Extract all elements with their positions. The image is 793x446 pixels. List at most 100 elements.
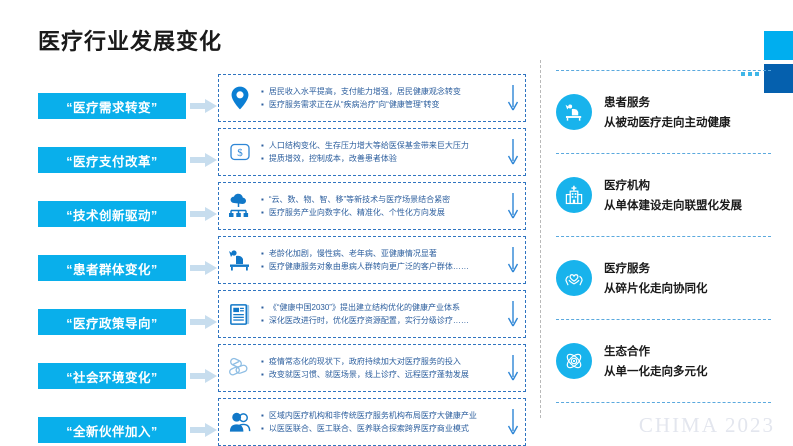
outcome-title: 医疗服务 — [604, 263, 650, 275]
arrow-right-icon — [190, 369, 217, 383]
detail-text: “云、数、物、智、移”等新技术与医疗场景结合紧密 — [268, 194, 451, 204]
detail-text: 居民收入水平提高，支付能力增强，居民健康观念转变 — [268, 86, 461, 96]
detail-line: ▪ 深化医改进行时，优化医疗资源配置，实行分级诊疗…… — [261, 316, 505, 326]
outcome-title: 患者服务 — [604, 97, 650, 109]
driver-row: “技术创新驱动” — [38, 190, 217, 238]
driver-detail-column: ▪ 居民收入水平提高，支付能力增强，居民健康观念转变 ▪ 医疗服务需求正在从“疾… — [218, 74, 526, 446]
driver-detail-box-5: ▪ 疫情常态化的现状下，政府持续加大对医疗服务的投入 ▪ 改变就医习惯、就医场景… — [218, 344, 526, 392]
capsule-pills-icon — [223, 351, 257, 385]
outcome-separator — [556, 236, 771, 237]
bullet-marker: ▪ — [261, 261, 264, 271]
driver-detail-lines: ▪ 人口结构变化、生存压力增大等给医保基金带来巨大压力 ▪ 提质增效，控制成本，… — [257, 141, 505, 164]
driver-detail-box-4: ▪ 《“健康中国2030”》提出建立结构优化的健康产业体系 ▪ 深化医改进行时，… — [218, 290, 526, 338]
detail-text: 以医医联合、医工联合、医养联合探索跨界医疗商业模式 — [268, 423, 469, 433]
outcome-item-3[interactable]: 生态合作 从单一化走向多元化 — [556, 320, 771, 402]
bullet-marker: ▪ — [261, 248, 264, 258]
detail-text: 医疗服务产业向数字化、精准化、个性化方向发展 — [268, 207, 445, 217]
decor-block-navy — [764, 64, 793, 93]
outcome-text: 患者服务 从被动医疗走向主动健康 — [604, 94, 731, 130]
driver-row: “医疗支付改革” — [38, 136, 217, 184]
location-pin-icon — [223, 81, 257, 115]
driver-row: “全新伙伴加入” — [38, 406, 217, 446]
patient-care-icon — [556, 94, 592, 130]
driver-detail-lines: ▪ 疫情常态化的现状下，政府持续加大对医疗服务的投入 ▪ 改变就医习惯、就医场景… — [257, 357, 505, 380]
driver-detail-box-2: ▪ “云、数、物、智、移”等新技术与医疗场景结合紧密 ▪ 医疗服务产业向数字化、… — [218, 182, 526, 230]
detail-text: 提质增效，控制成本，改善患者体验 — [268, 153, 397, 163]
detail-text: 医疗健康服务对象由患病人群转向更广泛的客户群体…… — [268, 261, 469, 271]
detail-line: ▪ 医疗健康服务对象由患病人群转向更广泛的客户群体…… — [261, 262, 505, 272]
detail-line: ▪ 医疗服务需求正在从“疾病治疗”向“健康管理”转变 — [261, 100, 505, 110]
outcome-subtitle: 从碎片化走向协同化 — [604, 283, 708, 295]
arrow-right-icon — [190, 207, 217, 221]
svg-text:$: $ — [237, 147, 243, 159]
detail-line: ▪ 老龄化加剧，慢性病、老年病、亚健康情况显著 — [261, 249, 505, 259]
vertical-divider — [540, 60, 541, 418]
arrow-down-icon — [505, 81, 521, 115]
outcome-item-1[interactable]: 医疗机构 从单体建设走向联盟化发展 — [556, 154, 771, 236]
arrow-down-icon — [505, 351, 521, 385]
outcome-text: 生态合作 从单一化走向多元化 — [604, 343, 708, 379]
driver-detail-lines: ▪ 区域内医疗机构和非传统医疗服务机构布局医疗大健康产业 ▪ 以医医联合、医工联… — [257, 411, 505, 434]
outcome-item-0[interactable]: 患者服务 从被动医疗走向主动健康 — [556, 71, 771, 153]
watermark: CHIMA 2023 — [638, 413, 775, 437]
bullet-marker: ▪ — [261, 423, 264, 433]
detail-text: 《“健康中国2030”》提出建立结构优化的健康产业体系 — [268, 302, 460, 312]
detail-text: 改变就医习惯、就医场景，线上诊疗、远程医疗蓬勃发展 — [268, 369, 469, 379]
detail-text: 医疗服务需求正在从“疾病治疗”向“健康管理”转变 — [268, 99, 440, 109]
hands-heart-icon — [556, 260, 592, 296]
outcome-column: 患者服务 从被动医疗走向主动健康 医疗机构 从单体建设走向联盟化发展 — [556, 70, 771, 403]
arrow-down-icon — [505, 297, 521, 331]
arrow-right-icon — [190, 153, 217, 167]
arrow-down-icon — [505, 189, 521, 223]
detail-text: 深化医改进行时，优化医疗资源配置，实行分级诊疗…… — [268, 315, 469, 325]
bullet-marker: ▪ — [261, 140, 264, 150]
driver-button-5[interactable]: “社会环境变化” — [38, 363, 186, 389]
outcome-item-2[interactable]: 医疗服务 从碎片化走向协同化 — [556, 237, 771, 319]
driver-detail-lines: ▪ 《“健康中国2030”》提出建立结构优化的健康产业体系 ▪ 深化医改进行时，… — [257, 303, 505, 326]
page-title: 医疗行业发展变化 — [38, 29, 223, 54]
detail-text: 疫情常态化的现状下，政府持续加大对医疗服务的投入 — [268, 356, 461, 366]
driver-row: “医疗需求转变” — [38, 82, 217, 130]
outcome-separator — [556, 402, 771, 403]
driver-button-3[interactable]: “患者群体变化” — [38, 255, 186, 281]
driver-button-2[interactable]: “技术创新驱动” — [38, 201, 186, 227]
ecosystem-atom-icon — [556, 343, 592, 379]
detail-line: ▪ 提质增效，控制成本，改善患者体验 — [261, 154, 505, 164]
decor-dot — [755, 72, 759, 76]
decor-block-cyan — [764, 31, 793, 60]
decor-dot — [741, 72, 745, 76]
arrow-right-icon — [190, 315, 217, 329]
driver-row: “患者群体变化” — [38, 244, 217, 292]
bullet-marker: ▪ — [261, 207, 264, 217]
detail-text: 老龄化加剧，慢性病、老年病、亚健康情况显著 — [268, 248, 437, 258]
decor-dots — [741, 72, 759, 76]
outcome-text: 医疗服务 从碎片化走向协同化 — [604, 260, 708, 296]
detail-text: 区域内医疗机构和非传统医疗服务机构布局医疗大健康产业 — [268, 410, 477, 420]
detail-line: ▪ 居民收入水平提高，支付能力增强，居民健康观念转变 — [261, 87, 505, 97]
detail-line: ▪ 区域内医疗机构和非传统医疗服务机构布局医疗大健康产业 — [261, 411, 505, 421]
bullet-marker: ▪ — [261, 86, 264, 96]
driver-detail-box-6: ▪ 区域内医疗机构和非传统医疗服务机构布局医疗大健康产业 ▪ 以医医联合、医工联… — [218, 398, 526, 446]
detail-line: ▪ 以医医联合、医工联合、医养联合探索跨界医疗商业模式 — [261, 424, 505, 434]
arrow-down-icon — [505, 135, 521, 169]
detail-line: ▪ 改变就医习惯、就医场景，线上诊疗、远程医疗蓬勃发展 — [261, 370, 505, 380]
driver-button-6[interactable]: “全新伙伴加入” — [38, 417, 186, 443]
bullet-marker: ▪ — [261, 356, 264, 366]
people-icon — [223, 405, 257, 439]
outcome-title: 医疗机构 — [604, 180, 650, 192]
driver-detail-box-1: $ ▪ 人口结构变化、生存压力增大等给医保基金带来巨大压力 ▪ 提质增效，控制成… — [218, 128, 526, 176]
outcome-separator — [556, 153, 771, 154]
detail-line: ▪ “云、数、物、智、移”等新技术与医疗场景结合紧密 — [261, 195, 505, 205]
document-icon — [223, 297, 257, 331]
driver-button-4[interactable]: “医疗政策导向” — [38, 309, 186, 335]
driver-button-0[interactable]: “医疗需求转变” — [38, 93, 186, 119]
arrow-right-icon — [190, 423, 217, 437]
detail-line: ▪ 《“健康中国2030”》提出建立结构优化的健康产业体系 — [261, 303, 505, 313]
driver-button-column: “医疗需求转变” “医疗支付改革” “技术创新驱动” “患者群体变化” “医疗政… — [38, 82, 217, 446]
driver-button-1[interactable]: “医疗支付改革” — [38, 147, 186, 173]
bullet-marker: ▪ — [261, 99, 264, 109]
detail-text: 人口结构变化、生存压力增大等给医保基金带来巨大压力 — [268, 140, 469, 150]
patient-bed-icon — [223, 243, 257, 277]
outcome-subtitle: 从单体建设走向联盟化发展 — [604, 200, 742, 212]
bullet-marker: ▪ — [261, 410, 264, 420]
